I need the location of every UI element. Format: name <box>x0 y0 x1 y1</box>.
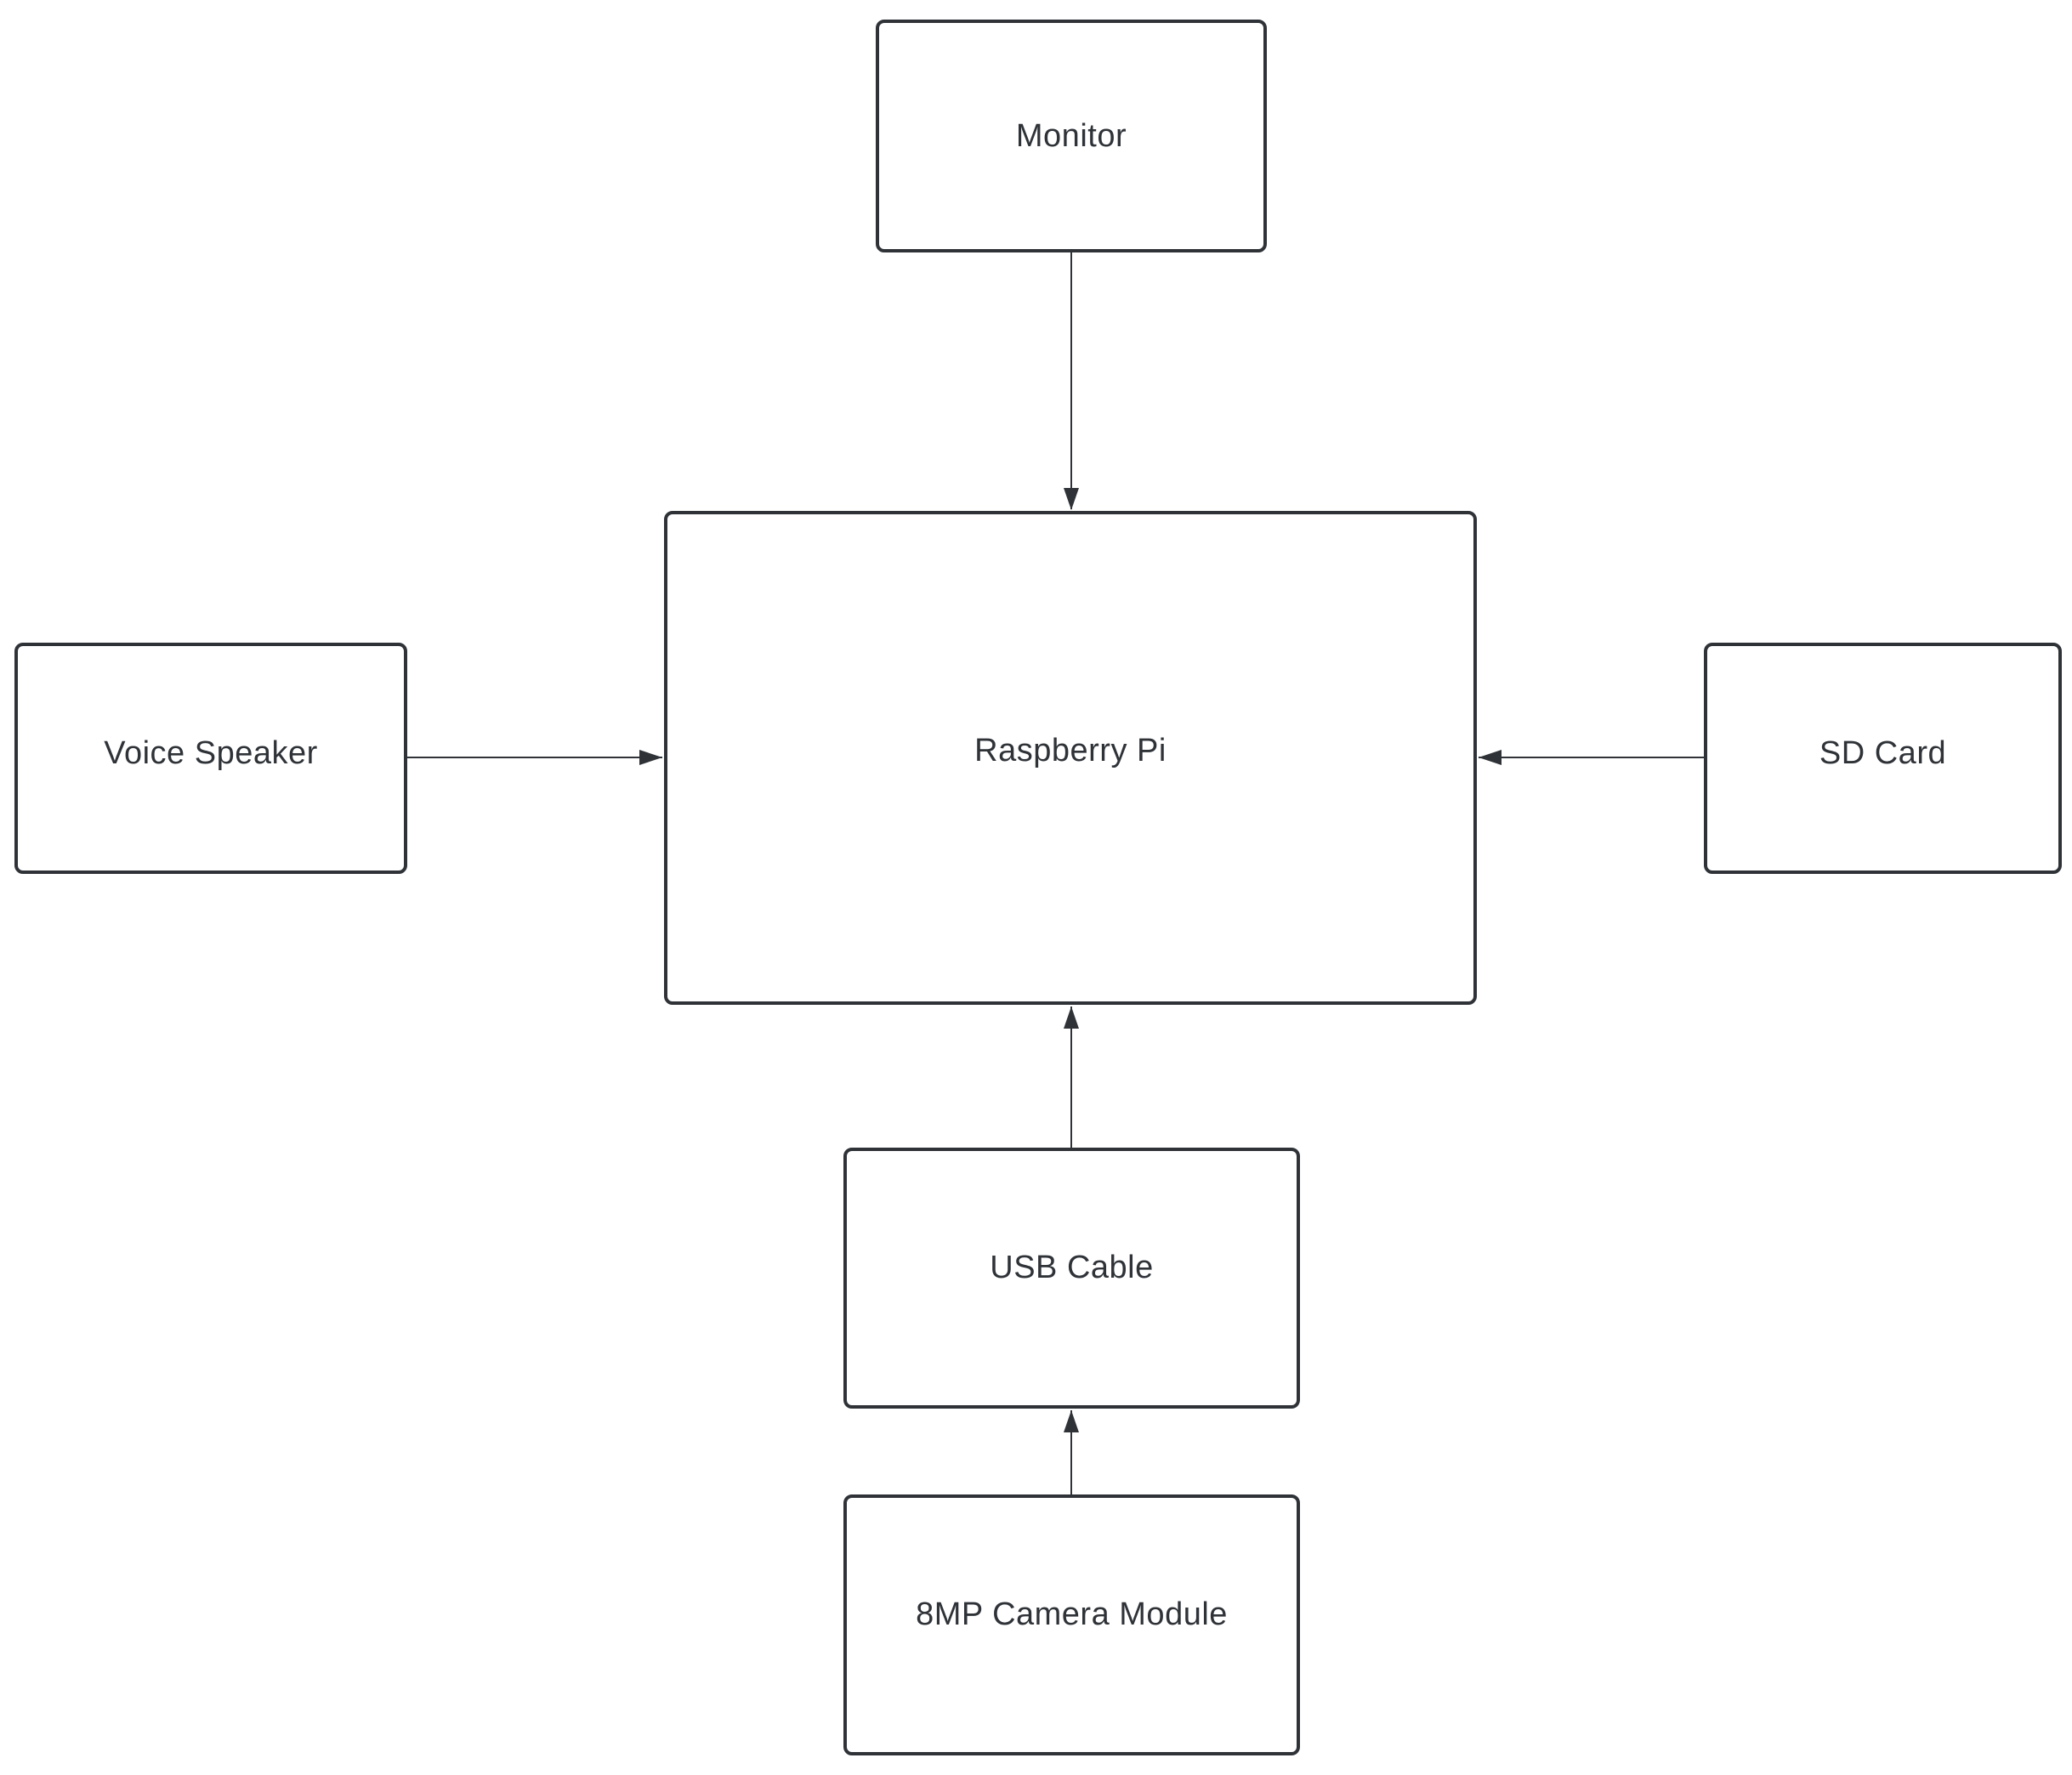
monitor-label: Monitor <box>1015 117 1127 154</box>
camera-module-node: 8MP Camera Module <box>843 1494 1300 1755</box>
arrowhead-voice-speaker-to-raspberry-pi <box>639 750 662 765</box>
usb-cable-label: USB Cable <box>990 1250 1154 1285</box>
usb-cable-node: USB Cable <box>843 1148 1300 1409</box>
monitor-node: Monitor <box>876 20 1267 252</box>
arrowhead-camera-to-usb-cable <box>1064 1410 1079 1432</box>
voice-speaker-node: Voice Speaker <box>14 643 407 874</box>
raspberry-pi-node: Raspberry Pi <box>664 511 1477 1005</box>
raspberry-pi-label: Raspberry Pi <box>974 733 1167 768</box>
arrowhead-monitor-to-raspberry-pi <box>1064 488 1079 510</box>
arrowhead-sd-card-to-raspberry-pi <box>1479 750 1501 765</box>
sd-card-node: SD Card <box>1704 643 2062 874</box>
arrowhead-usb-cable-to-raspberry-pi <box>1064 1007 1079 1029</box>
sd-card-label: SD Card <box>1819 734 1947 771</box>
voice-speaker-label: Voice Speaker <box>104 734 318 771</box>
camera-module-label: 8MP Camera Module <box>916 1596 1228 1632</box>
